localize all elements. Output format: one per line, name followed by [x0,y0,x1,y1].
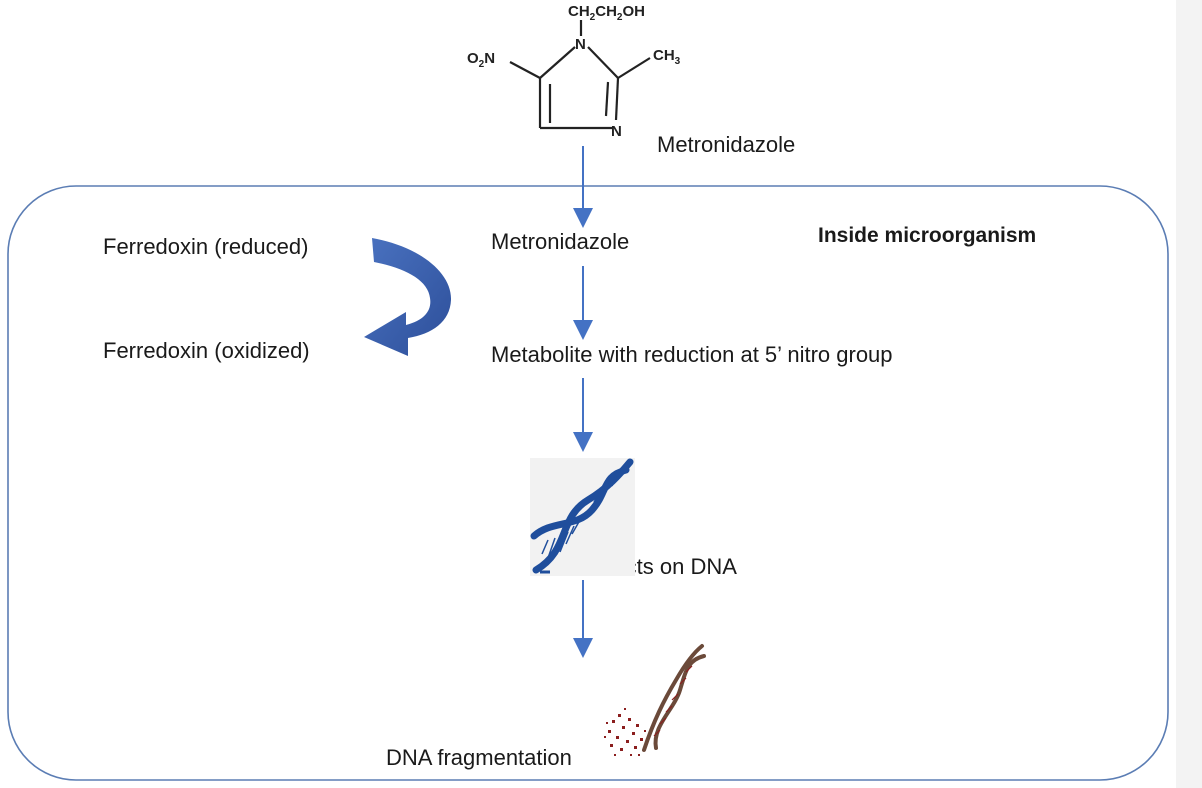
pathway-step-dna-fragmentation: DNA fragmentation [386,745,572,770]
chem-label-substituent: CH2CH2OH [568,3,645,23]
metronidazole-mechanism-diagram: CH2CH2OH N N O2N CH3 Metronidazole Insid… [7,3,1169,781]
scrollbar-strip [1176,0,1202,788]
svg-text:CH3: CH3 [653,47,681,67]
pathway-step-metronidazole: Metronidazole [491,229,629,254]
ferredoxin-oxidized-label: Ferredoxin (oxidized) [103,338,310,363]
curved-arrow-icon [364,238,452,356]
svg-text:CH2CH2OH: CH2CH2OH [568,3,645,23]
dna-fragmentation-icon [604,644,706,756]
chem-label-methyl: CH3 [653,47,681,67]
molecule-name: Metronidazole [657,132,795,157]
cell-boundary [7,185,1169,781]
metronidazole-structure [509,20,651,130]
ferredoxin-reduced-label: Ferredoxin (reduced) [103,234,308,259]
chem-label-n1: N [575,36,586,53]
chem-label-nitro: O2N [467,50,495,70]
dna-helix-icon [530,458,635,576]
pathway-step-metabolite: Metabolite with reduction at 5’ nitro gr… [491,342,893,367]
svg-text:O2N: O2N [467,50,495,70]
chem-label-n3: N [611,123,622,140]
cell-title: Inside microorganism [818,224,1036,247]
